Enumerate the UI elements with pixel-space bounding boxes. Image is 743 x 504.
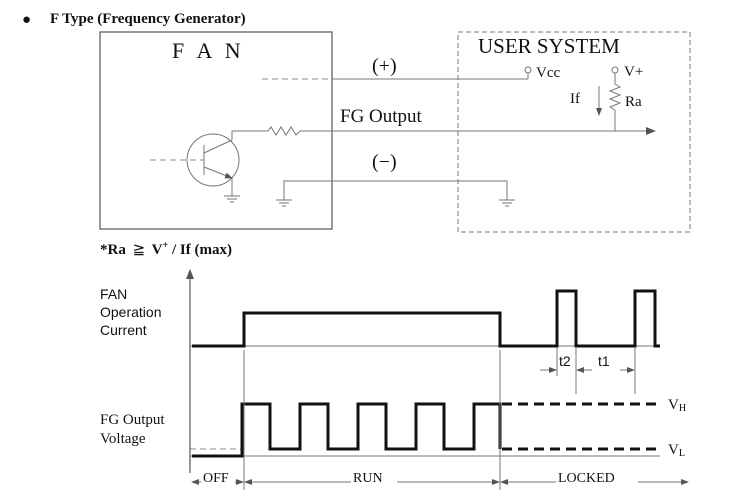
ra-label: Ra — [625, 94, 642, 110]
ground-right-icon — [499, 199, 515, 207]
phase-locked-label: LOCKED — [558, 471, 615, 486]
ground-left-icon — [276, 199, 292, 207]
heading-bullet: ● — [22, 12, 31, 28]
t2-label: t2 — [559, 353, 571, 369]
t1-label: t1 — [598, 353, 610, 369]
transistor-body — [186, 133, 240, 187]
minus-label: (−) — [372, 151, 397, 173]
user-system-box — [457, 31, 691, 233]
voltage-label: FG Output Voltage — [100, 412, 168, 447]
transistor-collector — [203, 139, 233, 154]
voltage-waveform — [192, 402, 502, 458]
transistor-emitter — [203, 166, 233, 179]
vplus-label: V+ — [624, 64, 643, 80]
plus-label: (+) — [372, 55, 397, 77]
heading-title: F Type (Frequency Generator) — [50, 11, 246, 27]
ra-formula: *Ra ≧ V+ / If (max) — [100, 240, 232, 258]
ra-resistor — [608, 73, 622, 131]
phase-run-label: RUN — [353, 471, 383, 486]
fg-series-resistor — [260, 126, 301, 136]
phase-off-label: OFF — [203, 471, 229, 486]
vcc-terminal — [524, 66, 532, 74]
fan-ground-icon — [224, 195, 240, 203]
user-system-label: USER SYSTEM — [478, 34, 620, 58]
current-waveform — [192, 289, 660, 348]
vplus-terminal — [611, 66, 619, 74]
fg-output-label: FG Output — [340, 106, 423, 127]
vh-label: VH — [668, 397, 686, 414]
if-label: If — [570, 91, 580, 107]
ground-line — [283, 180, 508, 200]
vl-label: VL — [668, 442, 685, 459]
current-label: FAN Operation Current — [100, 286, 165, 338]
fan-label: F A N — [172, 38, 245, 63]
vcc-label: Vcc — [536, 65, 560, 81]
